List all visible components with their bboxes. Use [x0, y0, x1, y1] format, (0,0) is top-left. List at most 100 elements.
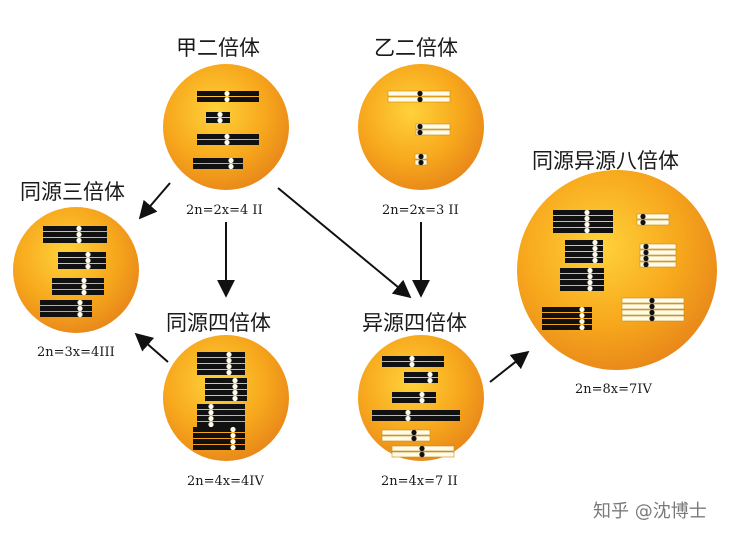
node-auto3 [13, 207, 139, 333]
chromosome-bar [197, 364, 245, 369]
centromere-dot [208, 421, 214, 428]
centromere-dot [85, 257, 91, 264]
chromosomes-oct [542, 209, 685, 331]
centromere-dot [584, 209, 590, 216]
centromere-dot [81, 283, 87, 290]
title-auto4: 同源四倍体 [166, 311, 271, 335]
centromere-dot [85, 251, 91, 258]
chromosome-bar [381, 429, 431, 436]
chromosome-bar [193, 445, 245, 450]
centromere-dot [579, 312, 585, 319]
centromere-dot [584, 227, 590, 234]
formula-yi: 2n=2x=3 II [382, 203, 459, 218]
chromosome-bar [639, 255, 677, 262]
chromosome-bar [636, 213, 670, 220]
chromosome-bar [565, 246, 603, 251]
chromosome-bar [193, 427, 245, 432]
chromosomes-yi [387, 90, 451, 166]
circle-oct [517, 170, 717, 370]
centromere-dot [411, 435, 417, 442]
centromere-dot [228, 163, 234, 170]
centromere-dot [649, 315, 655, 322]
centromere-dot [217, 111, 223, 118]
centromere-dot [232, 389, 238, 396]
chromosomes-auto3 [40, 225, 107, 318]
centromere-dot [418, 159, 424, 166]
chromosome-bar [415, 123, 451, 130]
centromere-dot [418, 153, 424, 160]
chromosome-bar [404, 372, 438, 377]
centromere-dot [224, 139, 230, 146]
centromere-dot [226, 357, 232, 364]
centromere-dot [76, 225, 82, 232]
centromere-dot [417, 123, 423, 130]
chromosome-bar [197, 410, 245, 415]
centromere-dot [640, 219, 646, 226]
centromere-dot [226, 351, 232, 358]
chromosome-bar [43, 232, 107, 237]
chromosome-bar [43, 238, 107, 243]
chromosome-bar [205, 390, 247, 395]
centromere-dot [230, 438, 236, 445]
centromere-dot [224, 90, 230, 97]
chromosome-bar [404, 378, 438, 383]
centromere-dot [587, 279, 593, 286]
chromosome-bar [542, 319, 592, 324]
title-auto3: 同源三倍体 [20, 180, 125, 204]
watermark: 知乎 @沈博士 [593, 501, 707, 522]
chromosome-bar [553, 210, 613, 215]
chromosome-bar [565, 252, 603, 257]
formula-allo4: 2n=4x=7 II [381, 474, 458, 489]
formula-oct: 2n=8x=7IV [575, 382, 652, 397]
centromere-dot [230, 426, 236, 433]
chromosome-bar [40, 300, 92, 305]
node-yi [358, 64, 484, 190]
chromosome-bar [553, 228, 613, 233]
centromere-dot [76, 231, 82, 238]
chromosome-bar [542, 313, 592, 318]
centromere-dot [409, 355, 415, 362]
circle-jia [163, 64, 289, 190]
centromere-dot [649, 303, 655, 310]
centromere-dot [649, 297, 655, 304]
centromere-dot [409, 361, 415, 368]
node-auto4 [163, 335, 289, 461]
chromosome-bar [193, 433, 245, 438]
chromosome-bar [560, 280, 604, 285]
chromosome-bar [636, 219, 670, 226]
chromosome-bar [553, 216, 613, 221]
chromosome-bar [40, 306, 92, 311]
chromosome-bar [52, 278, 104, 283]
centromere-dot [85, 263, 91, 270]
chromosome-bar [560, 274, 604, 279]
chromosome-bar [553, 222, 613, 227]
centromere-dot [232, 377, 238, 384]
centromere-dot [427, 371, 433, 378]
chromosome-bar [542, 325, 592, 330]
centromere-dot [587, 285, 593, 292]
centromere-dot [649, 309, 655, 316]
centromere-dot [417, 129, 423, 136]
chromosome-bar [193, 158, 243, 163]
chromosome-bar [52, 290, 104, 295]
arrow-auto4-to-auto3 [134, 332, 169, 363]
chromosome-bar [58, 252, 106, 257]
chromosome-bar [392, 398, 436, 403]
chromosome-bar [639, 243, 677, 250]
centromere-dot [584, 221, 590, 228]
formula-jia: 2n=2x=4 II [186, 203, 263, 218]
centromere-dot [411, 429, 417, 436]
chromosome-bar [197, 416, 245, 421]
centromere-dot [419, 397, 425, 404]
centromere-dot [427, 377, 433, 384]
centromere-dot [419, 451, 425, 458]
node-jia [163, 64, 289, 190]
centromere-dot [579, 318, 585, 325]
chromosome-bar [372, 416, 460, 421]
centromere-dot [232, 383, 238, 390]
chromosome-bar [205, 396, 247, 401]
chromosome-bar [372, 410, 460, 415]
chromosome-bar [565, 258, 603, 263]
node-oct [517, 170, 717, 370]
